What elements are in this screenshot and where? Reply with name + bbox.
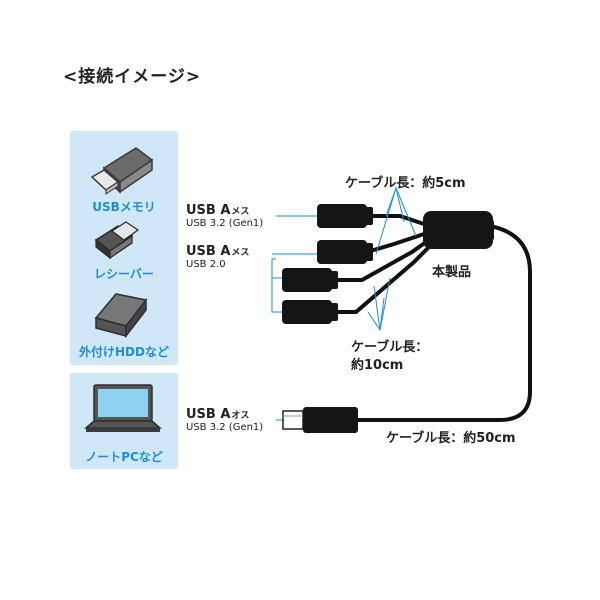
- port-spec: USB 2.0: [186, 259, 226, 270]
- usb-memory-icon: [90, 147, 154, 195]
- device-label-usb-memory: USBメモリ: [92, 200, 156, 214]
- port-kind: オス: [231, 411, 250, 421]
- receiver-icon: [94, 221, 140, 260]
- port-spec: USB 3.2 (Gen1): [186, 422, 264, 433]
- laptop-icon: [84, 384, 162, 432]
- callout-cable-50cm: ケーブル長：約50cm: [386, 431, 516, 446]
- port-spec: USB 3.2 (Gen1): [186, 218, 264, 229]
- callout-cable-10cm-line1: ケーブル長：: [351, 340, 429, 355]
- device-label-laptop: ノートPCなど: [85, 450, 163, 464]
- external-hdd-icon: [94, 293, 148, 339]
- callout-leader-lines: [367, 186, 417, 332]
- port-name: USB A: [186, 244, 231, 259]
- hub-body: [423, 211, 494, 249]
- callout-cable-10cm-line2: 約10cm: [351, 358, 404, 373]
- port-name: USB A: [186, 407, 231, 422]
- port-usb-a-male-32: USB Aオス USB 3.2 (Gen1): [186, 407, 263, 433]
- callout-cable-5cm: ケーブル長：約5cm: [345, 176, 466, 191]
- port-usb-a-female-32: USB Aメス USB 3.2 (Gen1): [186, 203, 263, 229]
- port-kind: メス: [231, 207, 250, 217]
- usb-a-female-connector-3: [282, 268, 338, 292]
- device-label-receiver: レシーバー: [94, 267, 154, 281]
- callout-product: 本製品: [432, 265, 472, 280]
- page-title: <接続イメージ>: [63, 67, 202, 87]
- usb-a-female-connector-2: [317, 240, 373, 264]
- port-usb-a-female-20: USB Aメス USB 2.0: [186, 244, 249, 270]
- usb-a-male-connector: [282, 407, 358, 433]
- port-leader-lines: [271, 215, 317, 421]
- cables: [330, 214, 532, 422]
- port-name: USB A: [186, 203, 231, 218]
- usb-a-female-connector-1: [317, 204, 373, 228]
- device-label-external-hdd: 外付けHDDなど: [79, 345, 169, 359]
- usb-a-female-connector-4: [282, 300, 338, 324]
- port-kind: メス: [231, 248, 250, 258]
